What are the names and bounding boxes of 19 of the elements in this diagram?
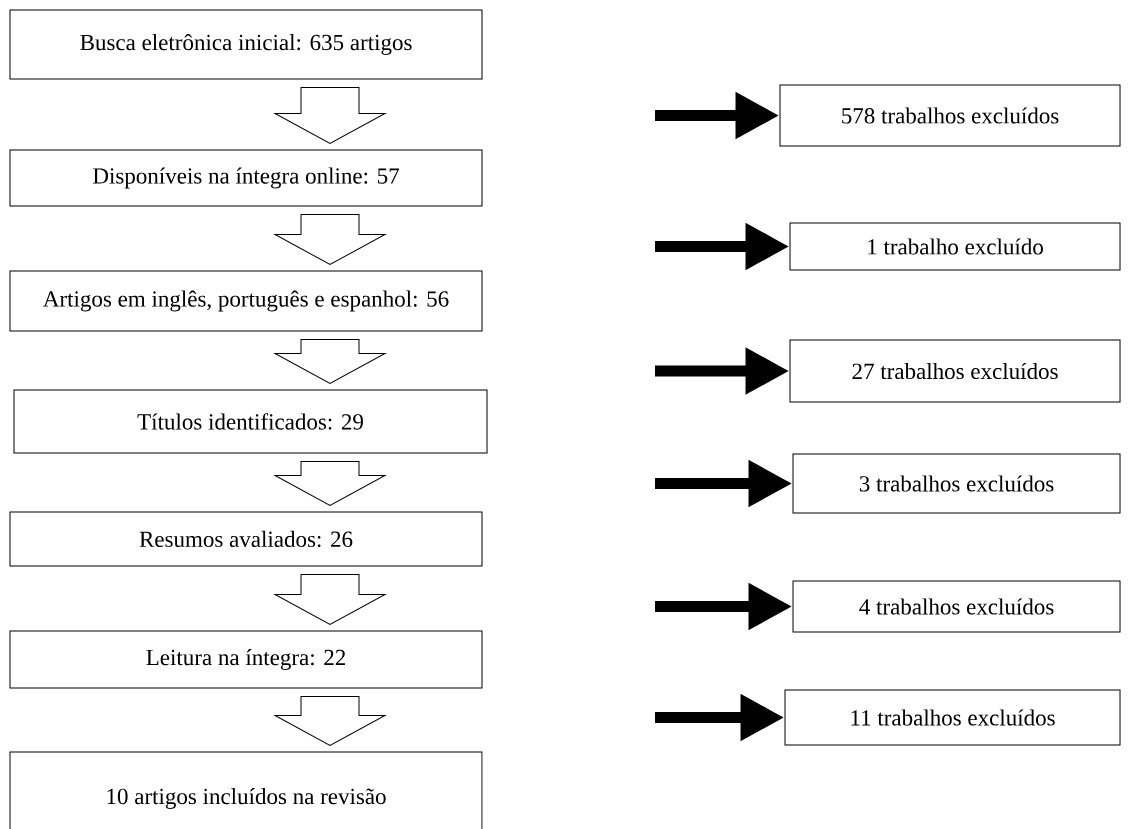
block-arrow [274, 214, 386, 265]
process-box: Leitura na íntegra: 22 [9, 630, 483, 689]
exclusion-box: 3 trabalhos excluídos [792, 453, 1121, 514]
exclusion-box: 27 trabalhos excluídos [789, 339, 1121, 403]
block-arrow [274, 696, 386, 746]
exclusion-box: 11 trabalhos excluídos [784, 689, 1121, 746]
process-box: Artigos em inglês, português e espanhol: 56 [9, 270, 483, 332]
block-arrow [274, 574, 386, 625]
process-box: Busca eletrônica inicial: 635 artigos [9, 9, 483, 80]
process-box: Títulos identificados: 29 [13, 389, 488, 454]
process-box: Resumos avaliados: 26 [9, 511, 483, 567]
process-box: 10 artigos incluídos na revisão [9, 751, 483, 829]
block-arrow [274, 87, 386, 144]
block-arrow [274, 461, 386, 506]
exclusion-box: 578 trabalhos excluídos [779, 84, 1121, 147]
exclusion-box: 1 trabalho excluído [789, 222, 1121, 271]
process-box: Disponíveis na íntegra online: 57 [9, 149, 483, 207]
block-arrow [274, 339, 386, 384]
exclusion-box: 4 trabalhos excluídos [792, 580, 1121, 633]
